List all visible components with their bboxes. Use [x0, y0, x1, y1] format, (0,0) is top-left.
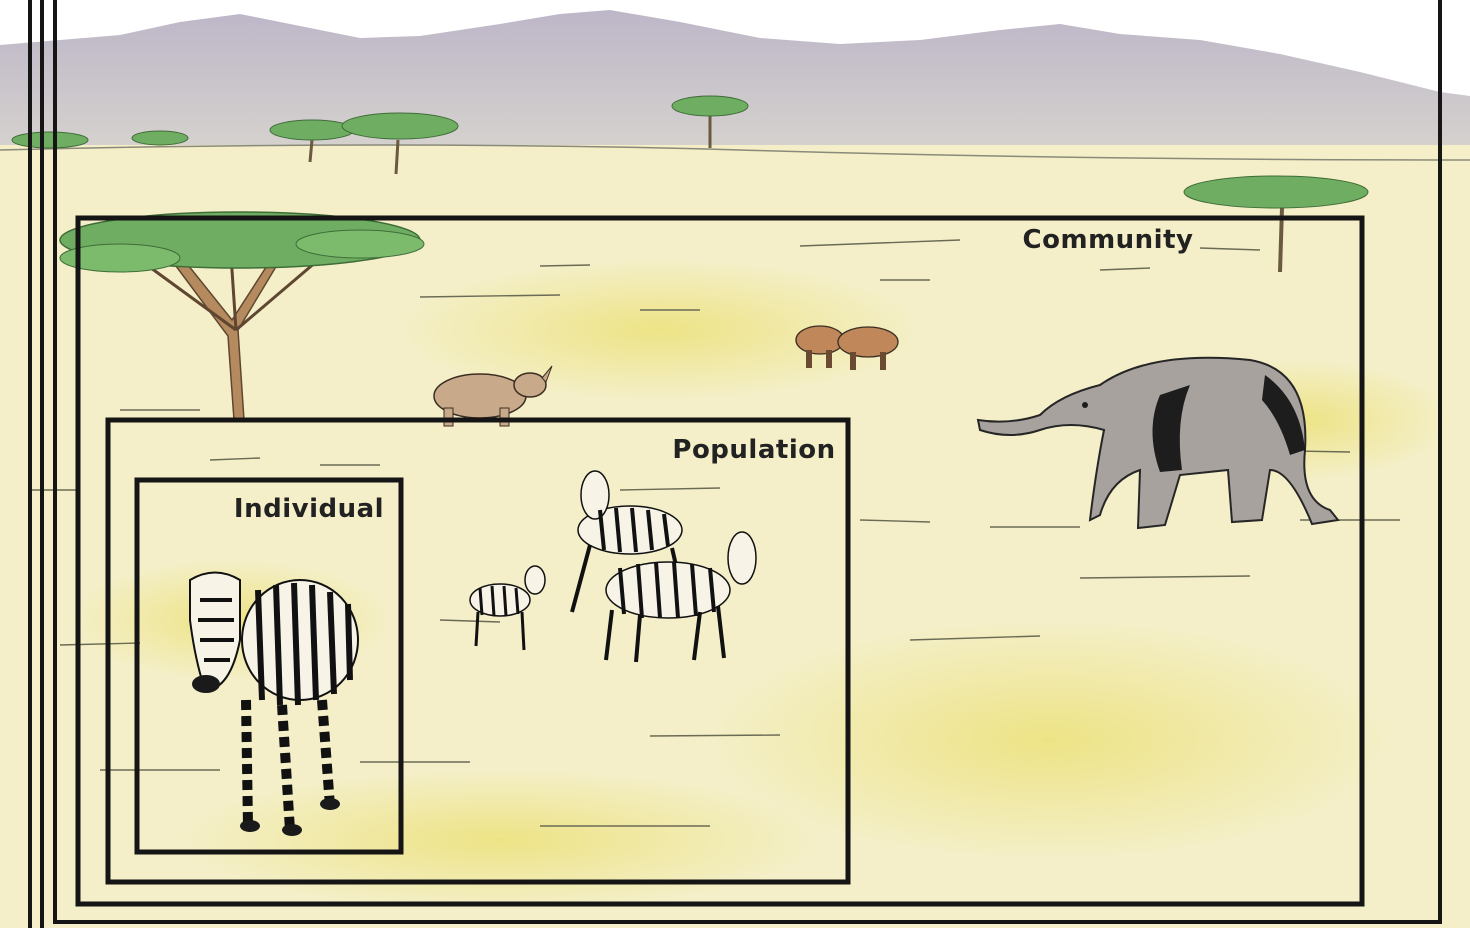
- individual-label: Individual: [234, 494, 384, 524]
- grass-patch: [180, 770, 820, 910]
- community-label: Community: [1023, 225, 1194, 255]
- population-label: Population: [672, 435, 835, 465]
- grass-patch: [710, 620, 1390, 860]
